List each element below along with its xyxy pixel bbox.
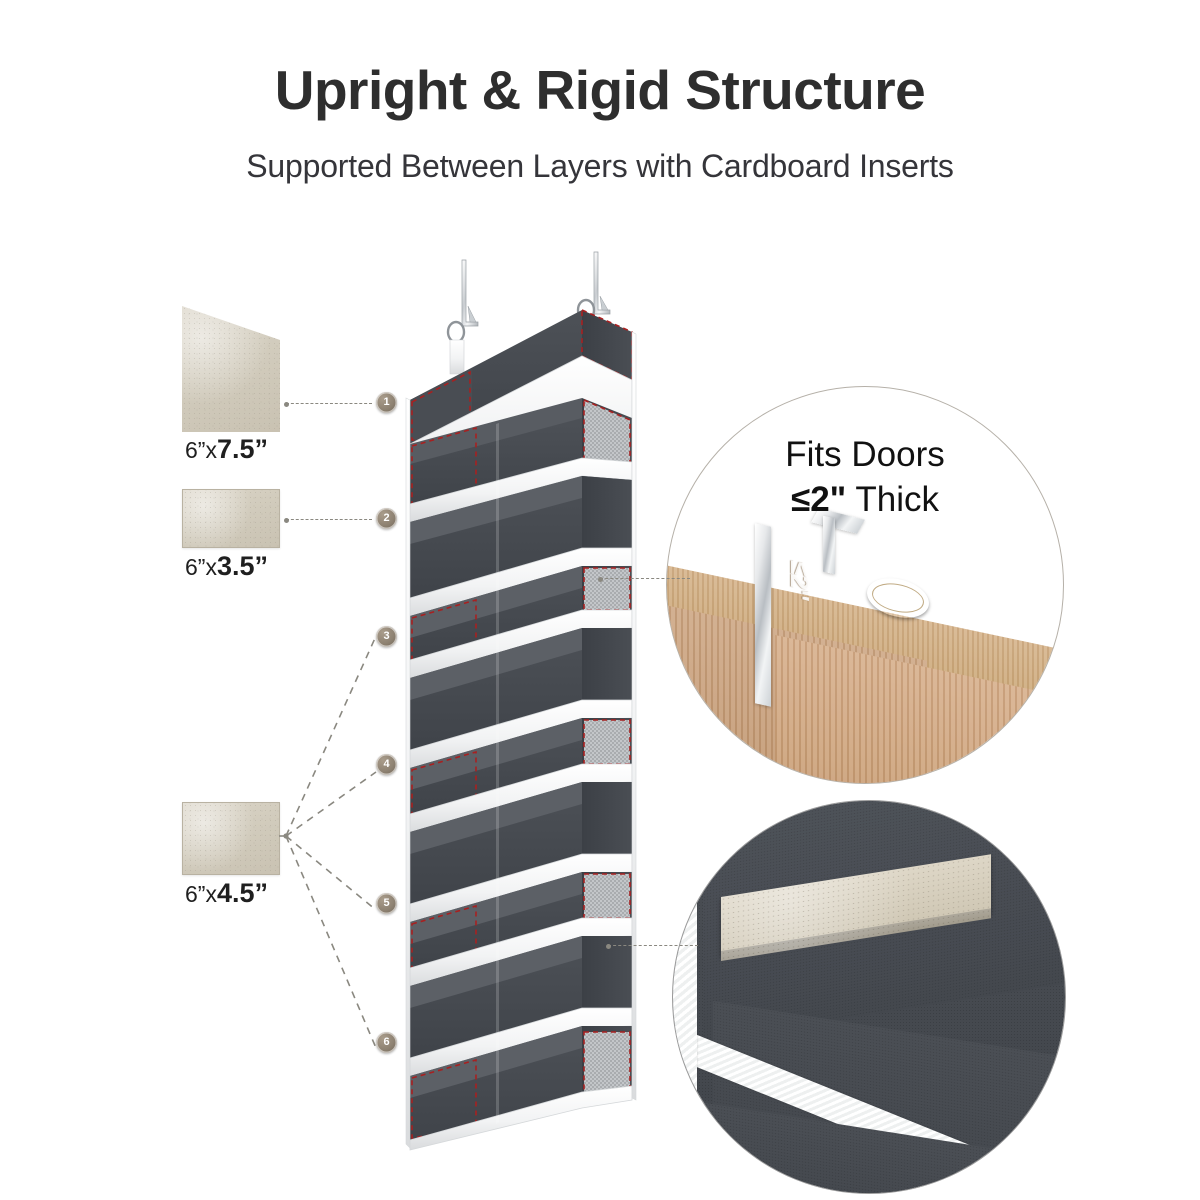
shelf-8-top-lip (410, 936, 582, 1008)
shelf-2-front (410, 476, 632, 600)
shelf-9-top-lip (410, 1026, 582, 1098)
cardboard-sample-1 (182, 306, 280, 432)
shelf-tier-4 (409, 628, 633, 771)
shelf-4-top-lip (410, 628, 582, 700)
shelf-7-top-lip (410, 872, 582, 944)
callout-fits-doors: Fits Doors ≤2" Thick ≤2" (666, 386, 1064, 784)
insert-outline-3-right (583, 567, 631, 611)
shelf-8-side (582, 936, 632, 1010)
leader-dot (598, 576, 603, 582)
cardboard-sample-2-label: 6”x3.5” (185, 551, 268, 581)
cardboard-sample-3 (182, 802, 280, 875)
marker-badge-2[interactable]: 2 (376, 508, 397, 529)
door-hook-top-bar (811, 508, 865, 534)
insert-outline-9-left (411, 1058, 477, 1139)
shelf-9-bottom-trim (409, 1085, 633, 1151)
shelf-6-front (410, 782, 632, 906)
over-door-hook-right (593, 251, 611, 315)
door-thickness-unit: Thick (846, 480, 939, 519)
marker-badge-1[interactable]: 1 (376, 392, 397, 413)
over-door-hook-left (461, 259, 479, 327)
shelf-8-front (410, 936, 632, 1060)
hang-strap-left (449, 339, 465, 375)
shelf-1-inner-lip (410, 398, 582, 468)
marker-badge-6[interactable]: 6 (376, 1032, 397, 1053)
insert-white-trim-left (673, 838, 697, 1104)
leader-line-sample2 (284, 517, 372, 523)
shelf-5-top-lip (410, 718, 582, 790)
shelf-9-front (410, 1026, 632, 1144)
leader-line-insert-circle (606, 943, 698, 949)
callout-cardboard-insert (672, 800, 1066, 1194)
leader-line-door-circle (598, 576, 690, 582)
shelf-6-top-lip (410, 782, 582, 854)
shelf-3-front (410, 566, 632, 662)
door-hook-back-leg (823, 515, 835, 575)
leader-dot (284, 517, 289, 523)
fits-doors-title-line1: Fits Doors (785, 435, 945, 474)
leader-fan-sample3 (278, 635, 377, 1049)
shelf-tier-8 (409, 936, 633, 1079)
organizer-right-edge (631, 331, 637, 1101)
marker-badge-5[interactable]: 5 (376, 893, 397, 914)
shelf-2-top-lip (410, 476, 582, 544)
leader-dot (284, 401, 289, 407)
marker-badge-3[interactable]: 3 (376, 626, 397, 647)
shelf-1-front (410, 418, 582, 506)
shelf-5-mesh-pocket (584, 720, 630, 764)
shelf-3-top-lip (410, 566, 582, 638)
shelf-4-front (410, 628, 632, 752)
insert-outline-1-right (583, 398, 631, 467)
shelf-7-mesh-pocket (584, 874, 630, 918)
shelf-7-front (410, 872, 632, 970)
door-emboss-label: ≤2" (785, 558, 815, 604)
organizer-left-edge (405, 397, 411, 1149)
organizer-top-side (582, 310, 632, 380)
door-organizer-illustration (386, 248, 680, 1151)
shelf-9-mesh-pocket (584, 1032, 630, 1094)
cardboard-sample-1-label: 6”x7.5” (185, 434, 268, 464)
cardboard-sample-2 (182, 489, 280, 548)
shelf-tier-9 (409, 1026, 633, 1151)
marker-badge-4[interactable]: 4 (376, 754, 397, 775)
shelf-2-side (582, 476, 632, 550)
fits-doors-title-line2: ≤2" Thick (667, 480, 1063, 520)
cardboard-sample-3-label: 6”x4.5” (185, 878, 268, 908)
organizer-center-seam (496, 423, 499, 1124)
shelf-6-side (582, 782, 632, 856)
leader-line-sample1 (284, 401, 372, 407)
shelf-1-mesh-pocket (584, 400, 630, 466)
shelf-5-front (410, 718, 632, 816)
leader-dot (606, 943, 611, 949)
page-title: Upright & Rigid Structure (274, 59, 926, 121)
hang-ring-left (446, 320, 466, 344)
shelf-4-side (582, 628, 632, 702)
coin-inner-ring (871, 580, 925, 616)
shelf-3-mesh-pocket (584, 568, 630, 610)
page-subtitle: Supported Between Layers with Cardboard … (246, 148, 954, 184)
door-hook-vertical (755, 523, 771, 707)
